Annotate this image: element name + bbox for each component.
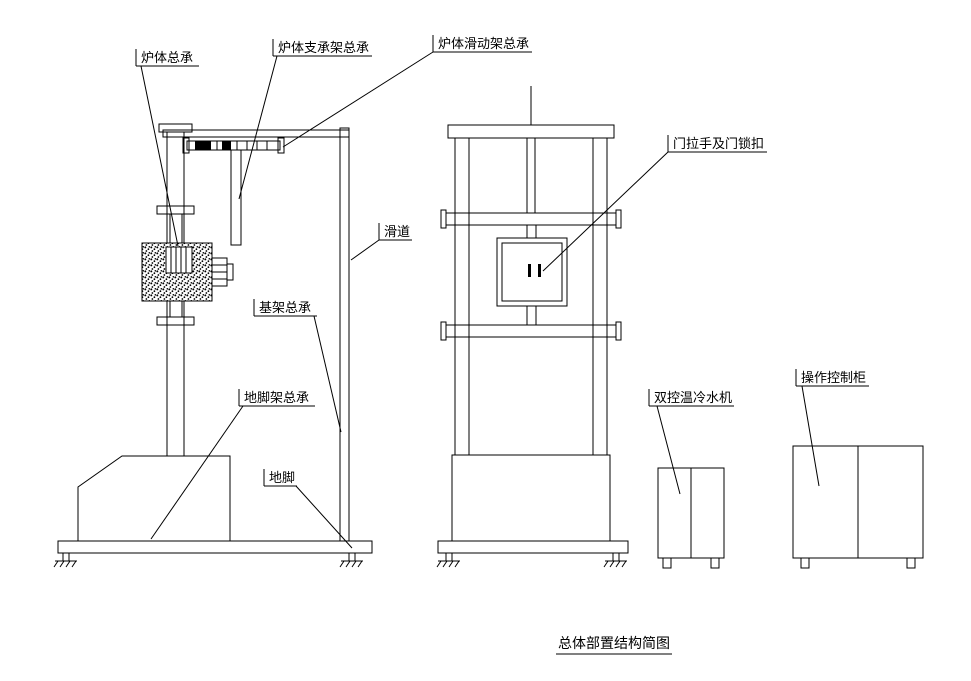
front-anchor-right [603, 552, 628, 568]
label-anchor-foot: 地脚 [263, 469, 353, 549]
label-furnace-support-frame: 炉体支承架总承 [238, 39, 372, 200]
lower-cross-beam [445, 324, 617, 338]
lower-stub [169, 300, 183, 318]
label-furnace-support-frame-text: 炉体支承架总承 [278, 41, 369, 56]
label-foot-frame-text: 地脚架总承 [244, 390, 309, 406]
chiller-unit [657, 467, 725, 569]
front-right-column [592, 137, 608, 456]
column-top-plate [158, 123, 193, 133]
front-anchor-left [436, 552, 461, 568]
lower-flange [156, 316, 195, 326]
callouts: 炉体总承 炉体支承架总承 炉体滑动架总承 滑道 基架总承 [135, 35, 869, 549]
label-control-cabinet: 操作控制柜 [795, 369, 869, 487]
door-top-tab [526, 224, 537, 239]
label-chiller: 双控温冷水机 [648, 389, 734, 495]
furnace-support-frame [230, 149, 242, 246]
furnace-door [496, 237, 568, 307]
label-furnace-body-text: 炉体总承 [141, 51, 193, 66]
front-base-plate [437, 540, 629, 554]
label-foot-frame: 地脚架总承 [150, 389, 315, 540]
front-left-column [454, 137, 470, 456]
front-view-assembly [436, 86, 629, 568]
front-pedestal [451, 454, 611, 542]
label-furnace-sliding-frame-text: 炉体滑动架总承 [438, 37, 529, 52]
label-door-handle-latch: 门拉手及门锁扣 [542, 135, 767, 272]
side-base-plate [57, 540, 373, 554]
door-latch [538, 264, 541, 277]
label-furnace-body: 炉体总承 [135, 49, 199, 247]
furnace-latch-tip [226, 263, 234, 281]
leader-base-frame [313, 315, 342, 433]
cabinet-foot-right [906, 557, 916, 569]
cabinet-foot-left [800, 557, 810, 569]
leader-furnace-sliding-frame [282, 51, 434, 148]
slideway-column [339, 127, 350, 542]
side-view-assembly [53, 123, 373, 568]
leader-chiller [656, 405, 681, 495]
drawing-caption: 总体部置结构简图 [556, 635, 672, 655]
label-control-cabinet-text: 操作控制柜 [801, 370, 866, 386]
label-slideway: 滑道 [350, 223, 412, 261]
leader-door-handle-latch [542, 151, 669, 272]
carriage-block-1 [195, 141, 211, 150]
carriage-end-plate-left [182, 137, 190, 154]
leader-foot-frame [150, 405, 244, 540]
foot-frame-pedestal [77, 455, 231, 542]
chiller-foot-right [710, 557, 720, 569]
carriage-end-plate-right [277, 137, 285, 154]
drawing-title: 总体部置结构简图 [558, 635, 670, 652]
anchor-foot-left [53, 552, 78, 568]
leader-slideway [350, 239, 380, 261]
leader-furnace-support-frame [238, 55, 278, 200]
label-base-frame-text: 基架总承 [259, 301, 311, 316]
chiller-foot-left [662, 557, 672, 569]
leader-furnace-body [140, 65, 179, 247]
carriage-block-2 [222, 141, 231, 150]
label-chiller-text: 双控温冷水机 [654, 391, 732, 406]
leader-anchor-foot [295, 485, 353, 549]
upper-cross-beam [445, 212, 617, 226]
upper-flange [156, 205, 195, 215]
label-door-handle-latch-text: 门拉手及门锁扣 [673, 136, 764, 152]
control-cabinet-unit [792, 445, 924, 569]
anchor-foot-right [339, 552, 364, 568]
door-handle [528, 264, 531, 277]
label-furnace-sliding-frame: 炉体滑动架总承 [282, 35, 532, 148]
leader-control-cabinet [801, 385, 820, 487]
furnace-heater-window [165, 246, 193, 274]
front-top-beam [447, 124, 615, 139]
center-hanger-rod [526, 137, 536, 214]
label-base-frame: 基架总承 [253, 299, 342, 433]
label-anchor-foot-text: 地脚 [269, 470, 295, 486]
door-bottom-tab [526, 305, 537, 326]
furnace-door-inner [501, 242, 563, 302]
label-slideway-text: 滑道 [384, 225, 410, 240]
